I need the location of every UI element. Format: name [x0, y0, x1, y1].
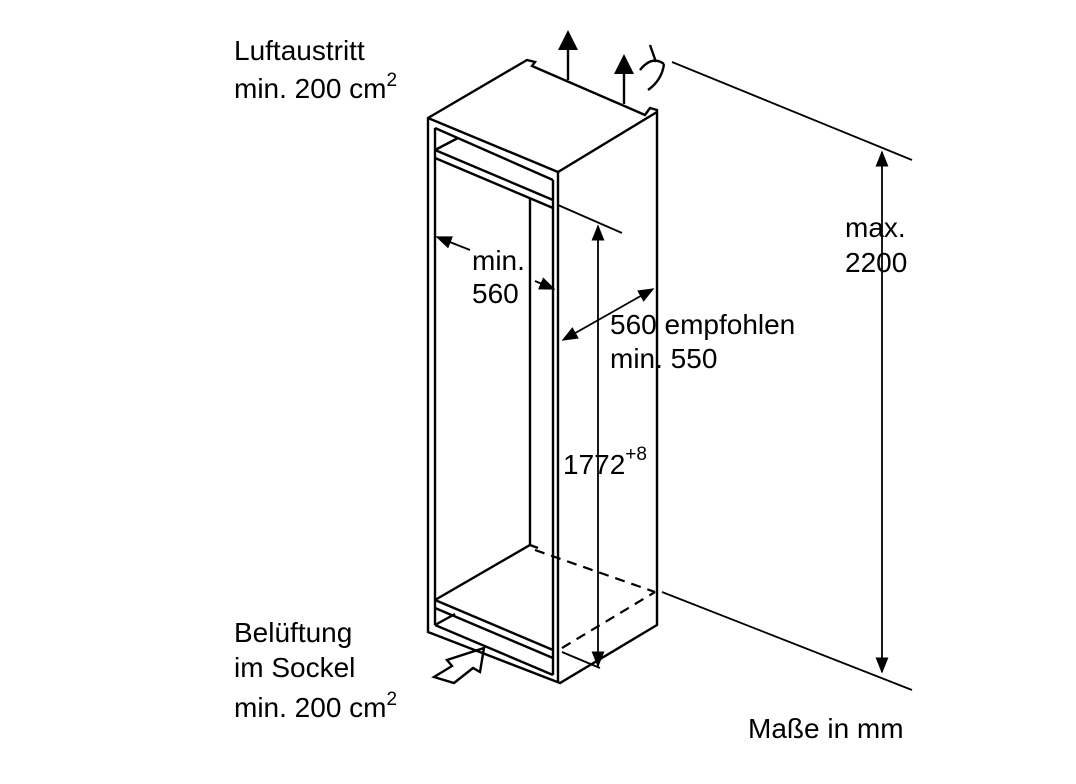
depth-min: min. 550 [610, 343, 717, 374]
air-outlet-arrows-icon [558, 30, 666, 104]
depth-recommended: 560 empfohlen [610, 309, 795, 340]
dimension-width [435, 236, 556, 290]
dimension-max-height [661, 61, 913, 691]
max-label: max. [845, 212, 906, 243]
plinth-vent-location: im Sockel [234, 652, 355, 683]
plinth-vent-title: Belüftung [234, 617, 352, 648]
niche-height-label: 1772+8 [563, 444, 647, 480]
max-value: 2200 [845, 247, 907, 278]
plinth-vent-min: min. 200 cm2 [234, 689, 397, 723]
width-min-label: min. [472, 245, 525, 276]
cabinet-niche [426, 58, 659, 685]
air-outlet-title: Luftaustritt [234, 35, 365, 66]
plinth-vent-arrow-icon [431, 646, 486, 685]
dimension-niche-height [557, 204, 623, 669]
units-note: Maße in mm [748, 713, 904, 744]
air-outlet-min: min. 200 cm2 [234, 70, 397, 104]
dimension-depth [561, 288, 655, 341]
width-value: 560 [472, 278, 519, 309]
